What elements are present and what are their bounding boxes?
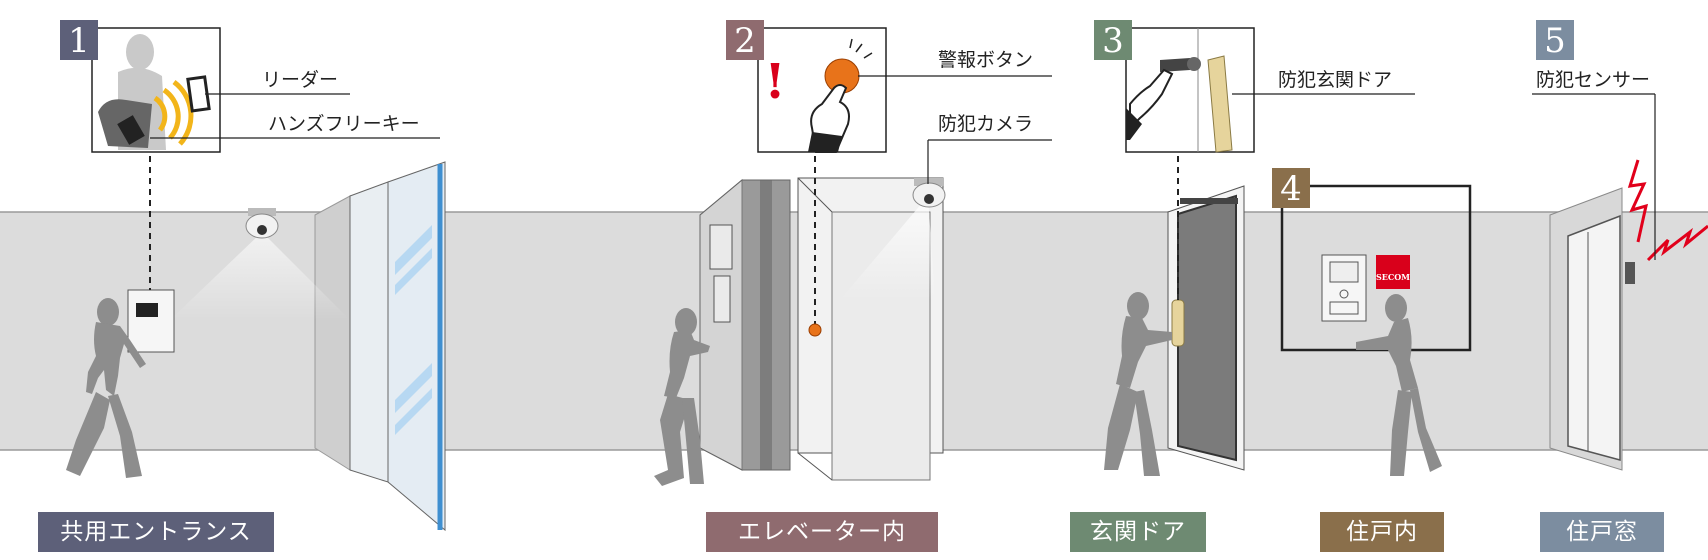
caption-dwelling-window: 住戸窓 bbox=[1540, 512, 1664, 552]
callout-handsfree-key: ハンズフリーキー bbox=[268, 113, 420, 135]
badge-4: 4 bbox=[1272, 168, 1310, 209]
lightning-icon bbox=[1627, 159, 1649, 243]
lightning-icon bbox=[1646, 224, 1708, 262]
camera-light-cone bbox=[840, 196, 935, 300]
badge-2: 2 bbox=[726, 20, 764, 61]
person-silhouette-icon bbox=[1104, 292, 1172, 476]
glass-door bbox=[349, 161, 446, 532]
door-scene bbox=[1104, 27, 1415, 476]
person-silhouette-icon bbox=[654, 308, 710, 486]
inset-reader bbox=[91, 27, 221, 153]
inset-alarm-button: ! bbox=[757, 27, 887, 153]
person-silhouette-icon bbox=[1356, 294, 1442, 476]
leader-reader bbox=[150, 93, 440, 139]
leader-alarm bbox=[858, 75, 1052, 184]
sensor-icon bbox=[1625, 262, 1635, 284]
badge-1: 1 bbox=[60, 20, 98, 61]
badge-number: 4 bbox=[1280, 169, 1302, 209]
badge-number: 1 bbox=[68, 21, 90, 61]
key-icon bbox=[1160, 58, 1190, 72]
callout-security-camera: 防犯カメラ bbox=[938, 113, 1033, 135]
elevator-scene: ! bbox=[654, 27, 1052, 486]
door-handle bbox=[1171, 299, 1185, 347]
inset-key-door bbox=[1125, 27, 1255, 153]
badge-5: 5 bbox=[1536, 20, 1574, 61]
card-reader-icon bbox=[127, 289, 175, 353]
person-silhouette-icon bbox=[66, 298, 146, 478]
dwelling-scene: SECOM bbox=[1280, 184, 1472, 476]
camera-light-cone bbox=[170, 232, 350, 320]
front-door bbox=[1177, 194, 1237, 462]
intercom-icon bbox=[1321, 254, 1367, 322]
caption-front-door: 玄関ドア bbox=[1070, 512, 1206, 552]
badge-number: 5 bbox=[1544, 21, 1566, 61]
callout-security-sensor: 防犯センサー bbox=[1536, 69, 1650, 91]
window-frame bbox=[1567, 214, 1621, 461]
caption-inside-dwelling: 住戸内 bbox=[1320, 512, 1444, 552]
badge-3: 3 bbox=[1094, 20, 1132, 61]
callout-alarm-button: 警報ボタン bbox=[938, 49, 1033, 71]
secom-logo: SECOM bbox=[1376, 255, 1410, 289]
alarm-button-icon bbox=[808, 323, 822, 337]
camera-icon bbox=[912, 178, 946, 208]
secom-brand-text: SECOM bbox=[1376, 272, 1410, 282]
caption-entrance: 共用エントランス bbox=[38, 512, 274, 552]
callout-security-door: 防犯玄関ドア bbox=[1278, 69, 1392, 91]
window-scene bbox=[1532, 93, 1708, 471]
caption-elevator: エレベーター内 bbox=[706, 512, 938, 552]
callout-reader: リーダー bbox=[262, 69, 338, 91]
entrance-scene bbox=[66, 27, 446, 532]
badge-number: 2 bbox=[734, 21, 756, 61]
badge-number: 3 bbox=[1102, 21, 1124, 61]
camera-icon bbox=[245, 208, 279, 239]
door-handle bbox=[1207, 55, 1233, 153]
alarm-mark: ! bbox=[764, 54, 785, 110]
